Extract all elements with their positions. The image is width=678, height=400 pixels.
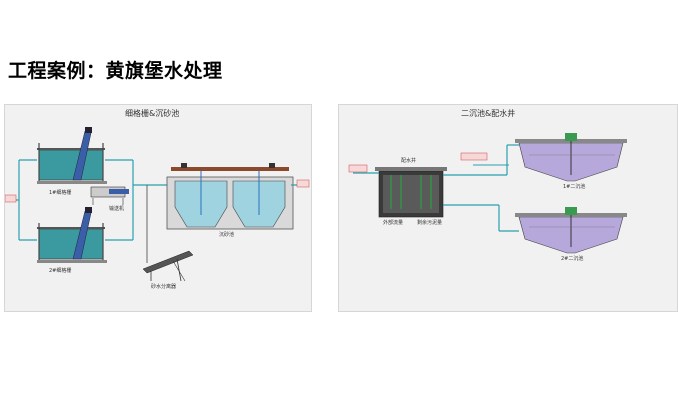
separator-label: 砂水分离器	[151, 284, 177, 290]
diagram-panel-clarifier-well: 二沉池&配水井 配水井 外部流量 剩余污泥量 1#二沉池 2#二沉池	[338, 104, 678, 312]
page-title: 工程案例：黄旗堡水处理	[8, 60, 223, 82]
diagram-title: 二沉池&配水井	[461, 109, 516, 118]
screen-2-label: 2#细格栅	[49, 268, 72, 274]
well-inlet-tag-box	[348, 164, 368, 173]
clarifier-2	[515, 207, 627, 254]
conveyor	[90, 186, 129, 205]
outlet-tag-box	[296, 179, 310, 188]
grit-separator	[142, 250, 194, 282]
diagram-panel-screen-grit: 细格栅&沉砂池 1#细格栅 2#细格栅 输送机 沉砂池 砂水分离器	[4, 104, 312, 312]
inlet-tag-box	[5, 194, 17, 203]
process-diagram-clarifier-well	[348, 133, 627, 254]
screen-channel-2	[37, 207, 107, 263]
distribution-well	[375, 167, 447, 218]
clarifier-1	[515, 133, 627, 182]
clarifier-2-label: 2#二沉池	[561, 256, 584, 262]
bridge-scraper	[171, 167, 289, 171]
clarifier-1-label: 1#二沉池	[563, 184, 586, 190]
grit-tank-label: 沉砂池	[219, 232, 235, 238]
return-tag-box	[460, 152, 488, 161]
grit-tank	[166, 163, 310, 230]
conveyor-label: 输送机	[109, 206, 125, 212]
screen-1-label: 1#细格栅	[49, 190, 72, 196]
well-label: 配水井	[401, 158, 417, 164]
diagram-title: 细格栅&沉砂池	[125, 109, 180, 118]
outflow-label: 外部流量	[383, 220, 404, 226]
return-flow-label: 剩余污泥量	[417, 220, 443, 226]
screen-channel-1	[37, 127, 107, 184]
process-diagram-screen-grit	[5, 127, 310, 282]
